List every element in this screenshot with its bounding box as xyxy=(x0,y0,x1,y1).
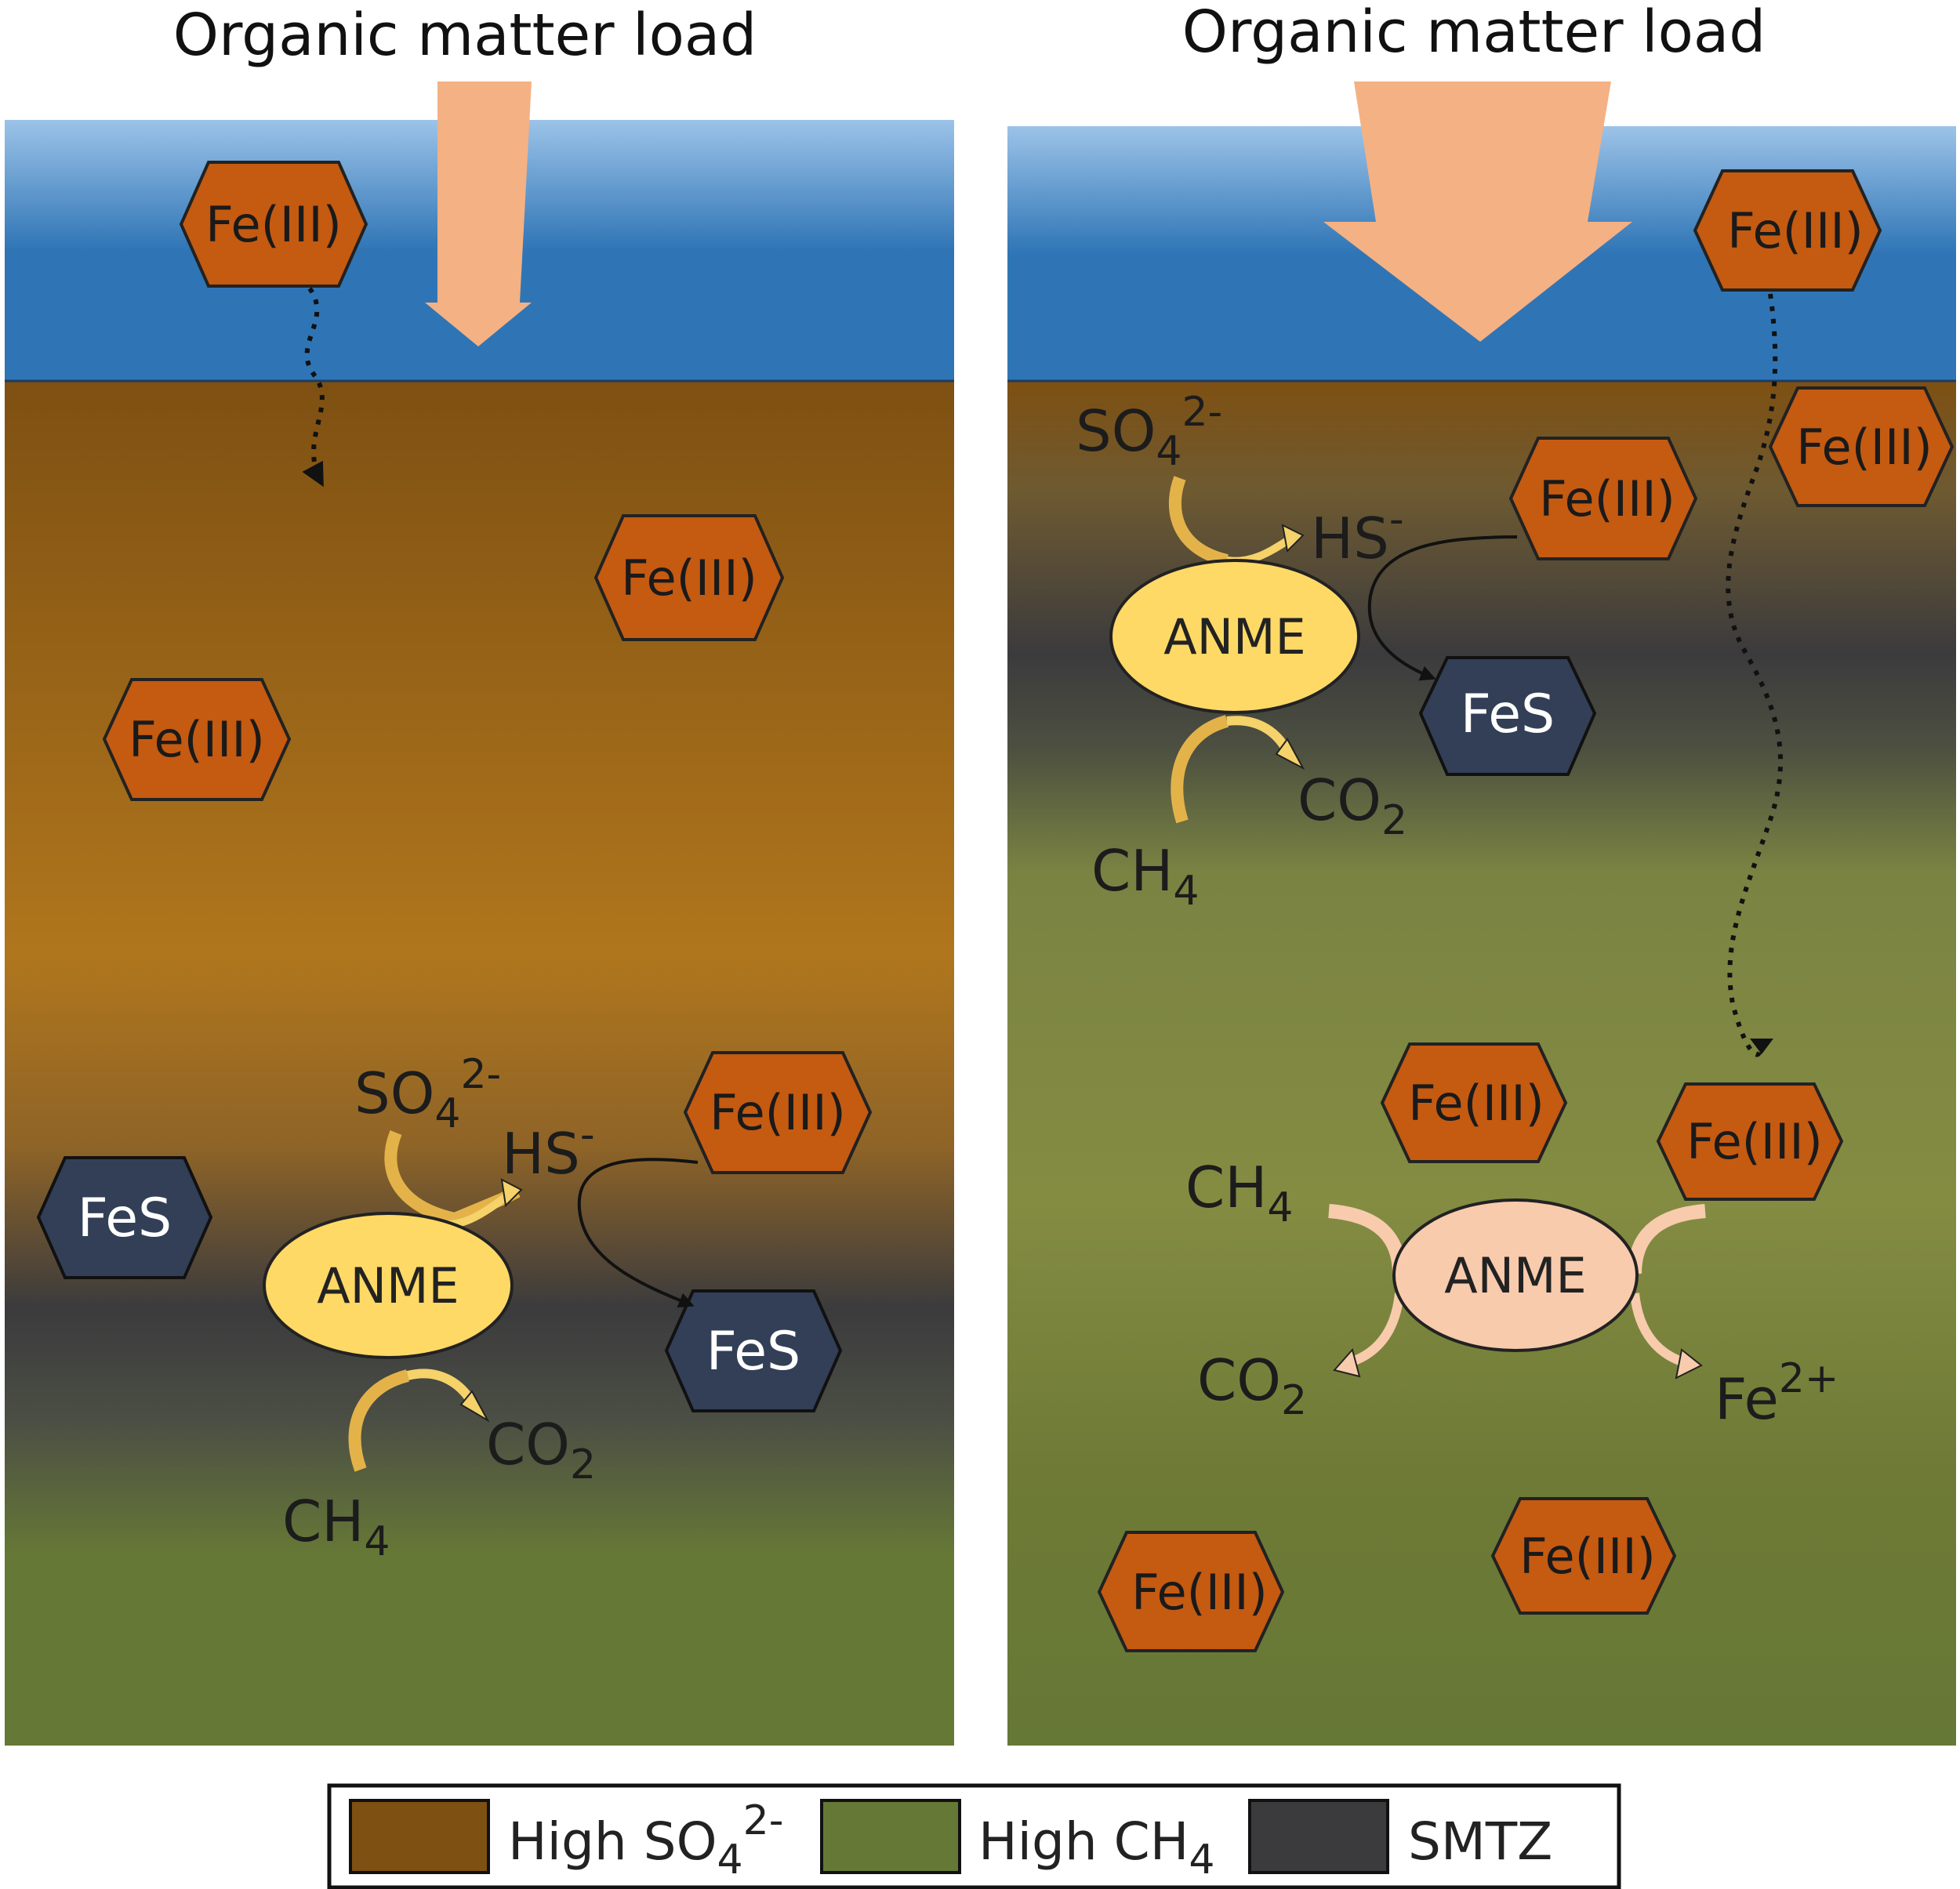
right-fe3-hexagon-3: Fe(III) xyxy=(1508,437,1698,560)
left-ch4-label: CH4 xyxy=(282,1488,390,1565)
left-co2-label: CO2 xyxy=(486,1412,596,1488)
right-organic-matter-arrow xyxy=(1323,82,1632,342)
right-fe-co2-arrowhead xyxy=(1333,1347,1361,1378)
right-co2-arrowhead xyxy=(1275,738,1305,770)
right-title: Organic matter load xyxy=(1182,0,1766,66)
right-so4-label: SO42- xyxy=(1076,389,1222,475)
right-fe3-label-7: Fe(III) xyxy=(1131,1564,1268,1621)
legend-swatch-high-so4 xyxy=(349,1799,490,1874)
left-iron-settling-path xyxy=(302,287,325,488)
legend: High SO42- High CH4 SMTZ xyxy=(327,1783,1621,1889)
left-anme-cell xyxy=(263,1212,514,1359)
left-fe3-label-1: Fe(III) xyxy=(205,196,342,253)
left-fe3-label-2: Fe(III) xyxy=(621,549,757,607)
legend-swatch-smtz xyxy=(1248,1799,1389,1874)
right-fe3-hexagon-1: Fe(III) xyxy=(1693,169,1882,292)
left-fes-label-2: FeS xyxy=(706,1321,800,1383)
legend-label-high-ch4: High CH4 xyxy=(978,1811,1214,1884)
left-hs-label: HS- xyxy=(502,1111,595,1187)
legend-label-smtz: SMTZ xyxy=(1408,1811,1552,1872)
right-panel: Organic matter load Fe(III) Fe(III) Fe(I… xyxy=(1007,0,1956,1746)
left-panel: Organic matter load Fe(III) Fe(III) Fe(I… xyxy=(5,2,954,1746)
right-fe3-label-5: Fe(III) xyxy=(1686,1113,1823,1170)
right-fes-hexagon: FeS xyxy=(1418,656,1597,776)
left-hs-to-fes-arrow xyxy=(577,1158,699,1308)
left-title: Organic matter load xyxy=(173,2,757,69)
left-fes-hexagon-2: FeS xyxy=(664,1289,843,1412)
right-fe3-label-4: Fe(III) xyxy=(1408,1075,1544,1132)
left-co2-arrowhead xyxy=(459,1390,490,1423)
left-ch4-uptake-arrow xyxy=(348,1369,410,1472)
right-anme-sulfate-cell xyxy=(1109,559,1360,714)
right-fe2-arrowhead xyxy=(1675,1348,1703,1380)
left-so4-uptake-arrow xyxy=(384,1130,521,1226)
left-hs-arrowhead xyxy=(500,1178,523,1208)
right-anme-sulfate-label: ANME xyxy=(1163,608,1305,665)
right-iron-settling-path xyxy=(1726,293,1784,1057)
right-fe3-hexagon-5: Fe(III) xyxy=(1656,1082,1844,1201)
right-ch4-label: CH4 xyxy=(1091,838,1200,915)
legend-swatch-high-ch4 xyxy=(820,1799,961,1874)
right-fe3-hexagon-2: Fe(III) xyxy=(1768,386,1955,507)
right-fe-co2-label: CO2 xyxy=(1197,1347,1307,1424)
left-fe3-label-4: Fe(III) xyxy=(710,1084,846,1141)
left-fes-hexagon-1: FeS xyxy=(36,1156,213,1279)
left-fe3-hexagon-3: Fe(III) xyxy=(102,678,292,801)
right-fe3-label-3: Fe(III) xyxy=(1539,470,1675,528)
right-fe2-label: Fe2+ xyxy=(1715,1355,1838,1432)
right-fe3-hexagon-7: Fe(III) xyxy=(1097,1531,1285,1652)
right-hs-to-fes-arrow xyxy=(1367,535,1518,681)
right-settling-arrowhead xyxy=(1750,1039,1773,1054)
right-fe3-hexagon-6: Fe(III) xyxy=(1490,1497,1677,1615)
legend-frame xyxy=(327,1783,1621,1889)
right-co2-label: CO2 xyxy=(1298,767,1407,844)
right-so4-uptake-arrow xyxy=(1168,476,1229,567)
right-hs-label: HS- xyxy=(1311,496,1404,571)
right-ch4-uptake-arrow xyxy=(1171,715,1229,824)
right-anme-iron-cell xyxy=(1392,1198,1639,1352)
right-fe3-label-6: Fe(III) xyxy=(1519,1528,1656,1585)
right-anme-iron-label: ANME xyxy=(1444,1247,1586,1304)
left-organic-matter-arrow xyxy=(425,82,532,346)
right-fe-ch4-label: CH4 xyxy=(1185,1155,1294,1231)
right-hs-arrowhead xyxy=(1281,524,1305,553)
left-fes-label-1: FeS xyxy=(78,1187,172,1249)
left-anme-label: ANME xyxy=(317,1257,459,1314)
left-fe3-hexagon-2: Fe(III) xyxy=(593,514,785,641)
left-fe3-hexagon-4: Fe(III) xyxy=(683,1051,873,1174)
left-fe3-hexagon-1: Fe(III) xyxy=(179,161,368,288)
right-fe3-label-1: Fe(III) xyxy=(1727,202,1864,259)
right-fes-label: FeS xyxy=(1461,683,1555,745)
left-so4-label: SO42- xyxy=(354,1051,501,1137)
right-fe3-hexagon-4: Fe(III) xyxy=(1380,1042,1568,1163)
left-fe3-label-3: Fe(III) xyxy=(129,711,265,768)
legend-label-high-so4: High SO42- xyxy=(508,1797,783,1884)
right-fe3-label-2: Fe(III) xyxy=(1796,419,1933,476)
